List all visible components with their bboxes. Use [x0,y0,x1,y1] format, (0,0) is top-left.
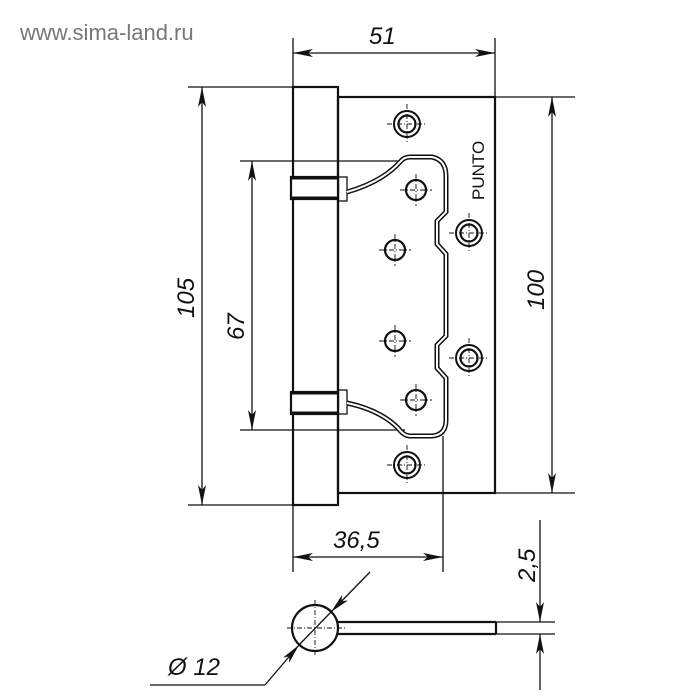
dimension-67: 67 [223,160,405,431]
dim-2-5-label: 2,5 [514,548,541,583]
dim-diameter-label: Ø 12 [167,654,220,681]
dim-51-label: 51 [369,23,396,50]
dimension-2-5: 2,5 [514,520,544,690]
dim-100-label: 100 [523,269,550,310]
small-hole [383,238,407,262]
small-hole [404,388,428,412]
watermark: www.sima-land.ru [19,20,194,45]
small-hole [404,178,428,202]
dimension-100: 100 [495,96,575,494]
dim-105-label: 105 [173,277,200,318]
dim-67-label: 67 [223,312,250,340]
dimension-width-51: 51 [292,23,496,97]
hinge-side-view [287,600,555,656]
brand-label: PUNTO [469,141,488,200]
dimension-height-105: 105 [173,86,293,506]
dimension-diameter-12: Ø 12 [150,571,371,686]
dim-36-5-label: 36,5 [333,527,380,554]
hinge-front-view: PUNTO [289,85,497,507]
small-hole [383,329,407,353]
screw-holes [379,104,489,485]
dimension-36-5: 36,5 [292,436,444,572]
inner-leaf-outline [346,154,449,439]
